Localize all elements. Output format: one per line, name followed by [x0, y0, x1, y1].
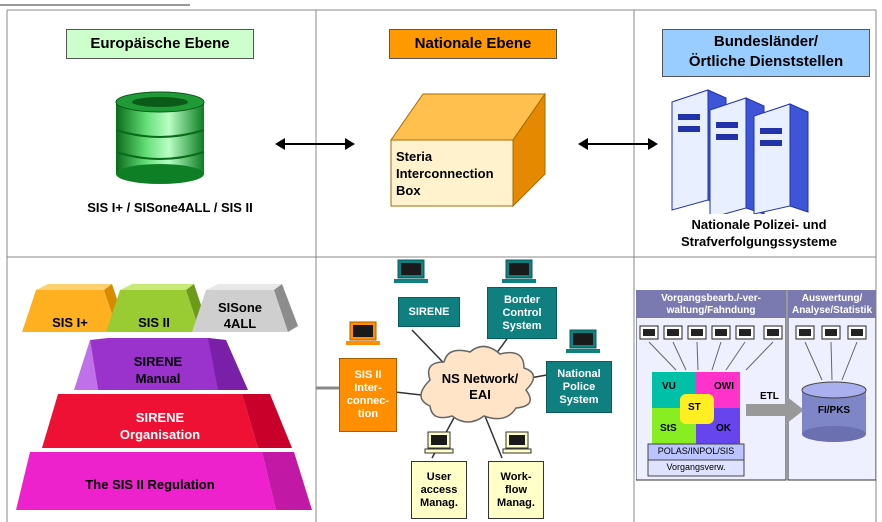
- server-rack-icon: [671, 89, 809, 214]
- header-national-level: Nationale Ebene: [389, 29, 557, 59]
- double-arrow-icon: [275, 138, 355, 150]
- puzzle-st-label: ST: [688, 402, 701, 413]
- states-left-header: Vorgangsbearb./-ver- waltung/Fahndung: [661, 293, 761, 316]
- sirene-node: SIRENE: [398, 297, 460, 327]
- computer-icon: [346, 321, 380, 345]
- header-european-level: Europäische Ebene: [66, 29, 254, 59]
- steria-box-label: Steria Interconnection Box: [396, 149, 494, 198]
- user-access-management-node: User access Manag.: [411, 461, 467, 519]
- national-police-system-node: National Police System: [546, 361, 612, 413]
- puzzle-vu-label: VU: [662, 381, 676, 392]
- header-federal-states: Bundesländer/ Örtliche Dienststellen: [662, 29, 870, 77]
- pyramid-sis2-label: SIS II: [138, 315, 170, 330]
- states-architecture-diagram: [636, 290, 876, 481]
- etl-label: ETL: [760, 391, 779, 402]
- polas-label: POLAS/INPOL/SIS: [657, 446, 735, 456]
- computer-icon: [394, 259, 428, 283]
- double-arrow-icon: [578, 138, 658, 150]
- vorgangsverw-label: Vorgangsverw.: [666, 462, 726, 472]
- computer-icon: [566, 329, 600, 353]
- computer-icon: [424, 431, 454, 454]
- sisone-block: [192, 284, 298, 332]
- puzzle-sts-label: StS: [660, 423, 677, 434]
- sis2-interconnection-node: SIS II Inter- connec- tion: [339, 358, 397, 432]
- puzzle-owi-label: OWI: [714, 381, 734, 392]
- steria-box-icon: [390, 92, 546, 208]
- network-diagram: [346, 259, 600, 459]
- computer-icon: [502, 259, 536, 283]
- fipks-label: FI/PKS: [817, 405, 851, 416]
- sirene-pyramid: [16, 284, 312, 510]
- network-cloud-label: NS Network/ EAI: [441, 371, 519, 402]
- workflow-management-node: Work- flow Manag.: [488, 461, 544, 519]
- pyramid-sisone-label: SISone 4ALL: [217, 300, 263, 331]
- states-right-header: Auswertung/ Analyse/Statistik: [791, 293, 873, 316]
- database-icon: [115, 91, 205, 184]
- pyramid-regulation-label: The SIS II Regulation: [85, 477, 215, 492]
- pyramid-organisation-label: SIRENE Organisation: [119, 410, 201, 442]
- national-police-systems-label: Nationale Polizei- und Strafverfolgungss…: [680, 217, 838, 249]
- computer-icon: [502, 431, 532, 454]
- pyramid-sis1-label: SIS I+: [52, 315, 88, 330]
- sis-system-label: SIS I+ / SISone4ALL / SIS II: [87, 200, 253, 215]
- puzzle-ok-label: OK: [716, 423, 731, 434]
- pyramid-manual-label: SIRENE Manual: [133, 354, 183, 386]
- border-control-system-node: Border Control System: [487, 287, 557, 339]
